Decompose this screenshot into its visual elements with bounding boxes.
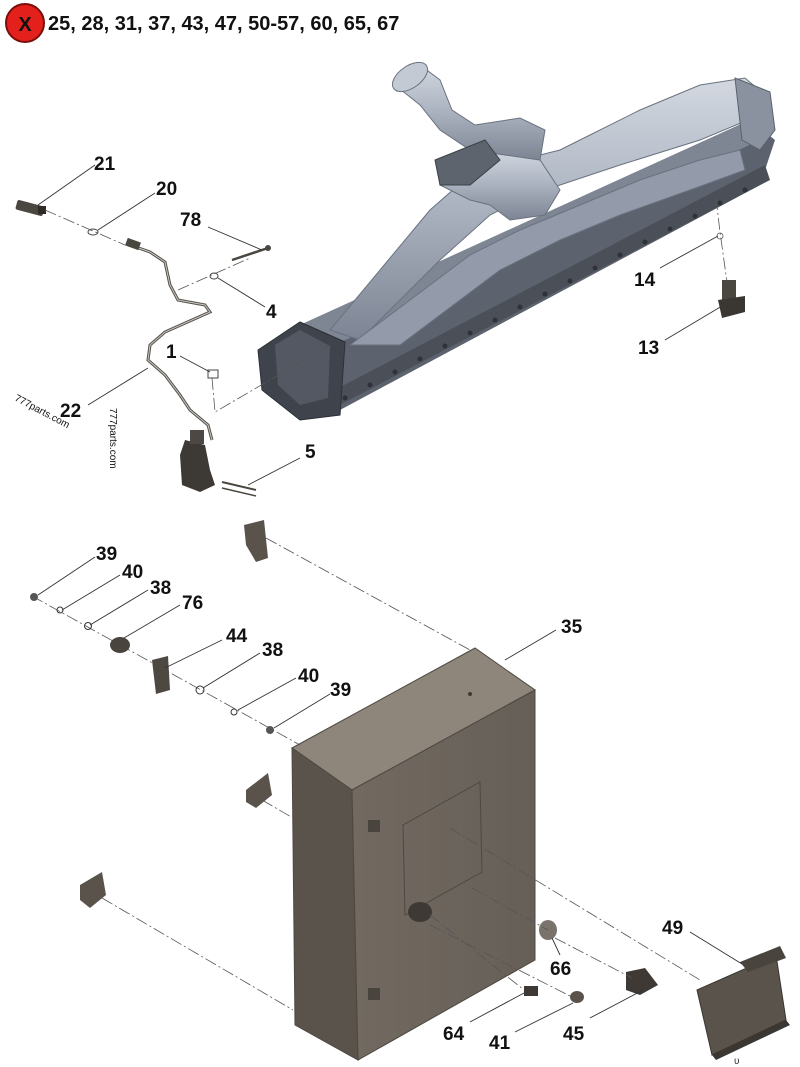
callout-21: 21 (94, 154, 116, 175)
callout-45: 45 (563, 1024, 585, 1045)
clip-1 (207, 344, 331, 413)
callout-38-b: 38 (262, 640, 283, 661)
watermark-2: 777parts.com (107, 408, 118, 469)
panel-49 (696, 946, 790, 1060)
connector-45 (626, 968, 658, 995)
callout-44: 44 (226, 626, 248, 647)
sensor-21 (15, 199, 46, 217)
charge-air-cooler (257, 61, 776, 421)
leader-lines (37, 164, 743, 1033)
o-ring-20 (87, 228, 99, 236)
part-64 (524, 986, 538, 996)
washer-4 (209, 272, 219, 280)
excluded-items-header: X 25, 28, 31, 37, 43, 47, 50-57, 60, 65,… (5, 3, 399, 43)
bracket-top (244, 520, 268, 562)
control-box-35 (291, 647, 536, 1061)
callout-64: 64 (443, 1024, 465, 1045)
callout-labels: 21 20 78 4 1 22 5 14 13 39 40 38 76 44 3… (60, 154, 683, 1054)
callout-39-b: 39 (330, 680, 351, 701)
callout-14: 14 (634, 270, 656, 291)
callout-76: 76 (182, 593, 203, 614)
callout-4: 4 (266, 302, 277, 323)
callout-5: 5 (305, 442, 316, 463)
callout-22: 22 (60, 401, 81, 422)
sensor-13 (718, 280, 745, 318)
callout-39-a: 39 (96, 544, 117, 565)
callout-35: 35 (561, 617, 583, 638)
callout-13: 13 (638, 338, 659, 359)
callout-40-b: 40 (298, 666, 319, 687)
connector-5 (221, 481, 257, 497)
callout-40-a: 40 (122, 562, 143, 583)
tube-assembly-22 (125, 237, 215, 492)
callout-1: 1 (166, 342, 177, 363)
callout-66: 66 (550, 959, 571, 980)
excluded-badge-letter: X (18, 14, 32, 36)
footer-mark: υ (734, 1056, 739, 1067)
excluded-badge-icon (5, 3, 45, 43)
callout-20: 20 (156, 179, 177, 200)
hardware-stack (30, 593, 301, 746)
bracket-mid (246, 773, 272, 808)
callout-38-a: 38 (150, 578, 171, 599)
bracket-low (80, 872, 106, 908)
part-41 (570, 991, 584, 1003)
callout-49: 49 (662, 918, 683, 939)
bolt-78 (231, 245, 271, 262)
excluded-items-list: 25, 28, 31, 37, 43, 47, 50-57, 60, 65, 6… (48, 13, 399, 35)
callout-41: 41 (489, 1033, 511, 1054)
callout-78: 78 (180, 210, 201, 231)
